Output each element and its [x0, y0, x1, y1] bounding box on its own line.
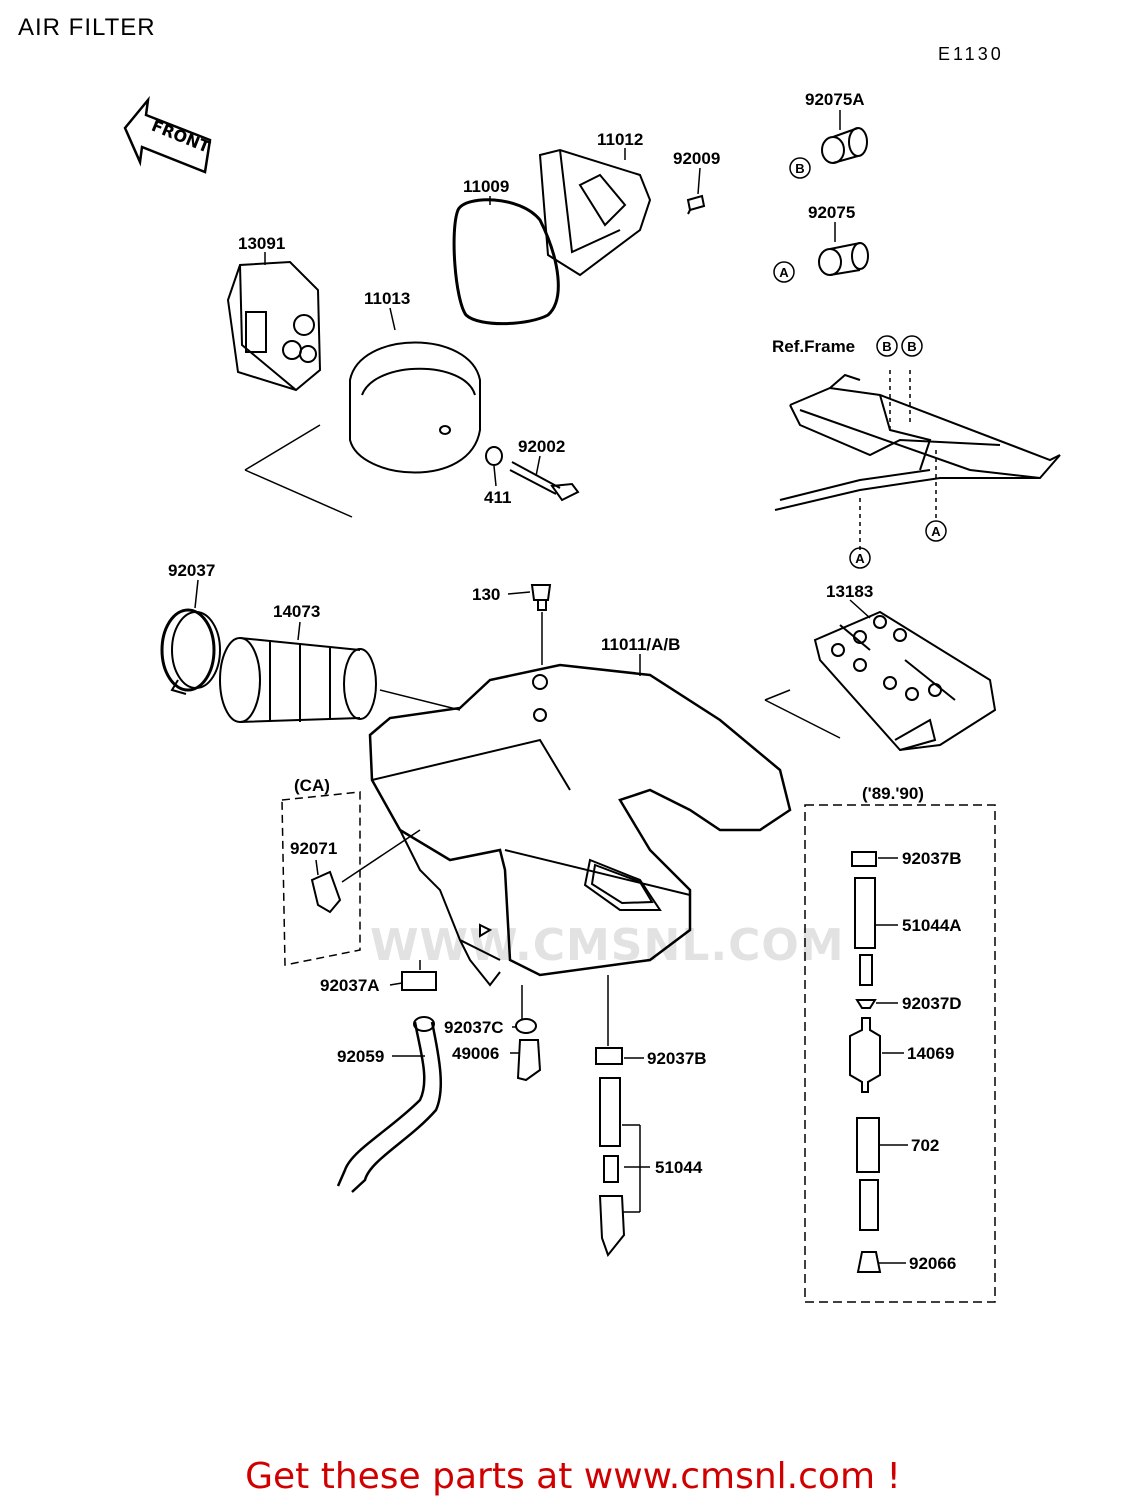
part-411-washer	[485, 446, 503, 466]
ref-frame-label: Ref.Frame	[772, 337, 856, 356]
part-label: 14069	[907, 1044, 955, 1063]
part-label: 51044A	[902, 916, 962, 935]
part-label: 92037B	[647, 1049, 707, 1068]
part-label: 92075A	[805, 90, 865, 109]
part-130-bolt	[530, 584, 552, 611]
front-arrow-label: FRONT	[149, 116, 213, 157]
part-92059-hose	[336, 1021, 443, 1193]
part-label: 49006	[452, 1044, 500, 1063]
part-label: 13183	[826, 582, 874, 601]
part-92037b-clamp-right	[851, 851, 877, 867]
part-label: 92071	[290, 839, 338, 858]
part-14073-duct	[219, 637, 377, 723]
marker-a-92075	[773, 261, 795, 283]
part-92075a-collar	[821, 127, 868, 164]
part-label: 92037B	[902, 849, 962, 868]
part-11009-gasket	[452, 198, 560, 326]
part-11012-cover	[538, 148, 652, 277]
part-label: 92059	[337, 1047, 385, 1066]
part-label: 51044	[655, 1158, 703, 1177]
part-label: 92037	[168, 561, 216, 580]
part-92037c-clip	[515, 1018, 537, 1034]
part-label: 92037A	[320, 976, 380, 995]
part-label: 92066	[909, 1254, 957, 1273]
part-92075-collar	[818, 242, 869, 276]
marker-b-frame-1	[876, 335, 898, 357]
part-92071-elbow	[310, 870, 342, 914]
marker-b-frame-1-text: B	[882, 339, 891, 354]
part-label: 92037C	[444, 1018, 504, 1037]
ca-label: (CA)	[294, 776, 330, 795]
part-label: 411	[484, 488, 512, 507]
part-92009-screw	[686, 194, 706, 215]
marker-a-frame-1	[925, 520, 947, 542]
part-label: 92009	[673, 149, 721, 168]
promo-link[interactable]: Get these parts at www.cmsnl.com !	[245, 1456, 901, 1497]
figure-code: E1130	[938, 44, 1004, 64]
part-11011-airbox	[368, 663, 792, 987]
marker-a-frame-2-text: A	[855, 551, 865, 566]
part-49006-plug	[516, 1039, 542, 1082]
ref-frame-drawing	[774, 370, 1061, 550]
marker-a-frame-2	[849, 547, 871, 569]
marker-b-92075a	[789, 157, 811, 179]
marker-a-92075-text: A	[779, 265, 789, 280]
part-label: 92075	[808, 203, 856, 222]
part-13091-cage	[226, 260, 322, 392]
part-label: 13091	[238, 234, 286, 253]
years-region-box	[804, 804, 996, 1303]
part-label: 92002	[518, 437, 566, 456]
part-11013-filter	[349, 341, 481, 474]
front-arrow-icon: FRONT	[123, 95, 213, 174]
marker-b-frame-2	[901, 335, 923, 357]
marker-a-frame-1-text: A	[931, 524, 941, 539]
years-label: ('89.'90)	[862, 784, 924, 803]
part-51044-tube	[598, 1077, 626, 1258]
part-label: 130	[472, 585, 501, 604]
marker-b-frame-2-text: B	[907, 339, 916, 354]
diagram-title: AIR FILTER	[18, 14, 156, 41]
part-51044a-tube	[854, 877, 876, 986]
part-92002-bolt	[509, 461, 580, 502]
watermark: WWW.CMSNL.COM	[370, 920, 845, 971]
part-label: 11012	[597, 130, 644, 149]
part-92037b-clamp-center	[595, 1047, 623, 1065]
part-label: 702	[911, 1136, 940, 1155]
part-label: 11013	[364, 289, 411, 308]
part-92037a-clamp	[401, 971, 437, 991]
marker-b-92075a-text: B	[795, 161, 804, 176]
part-label: 92037D	[902, 994, 962, 1013]
part-92037d-clip	[855, 999, 877, 1009]
ca-region-box	[281, 791, 361, 966]
part-label: 11011/A/B	[601, 635, 681, 654]
part-92037-clamp	[160, 608, 221, 695]
part-14069-fuel-filter	[849, 1017, 881, 1093]
part-13183-plate	[813, 610, 997, 752]
part-92066-plug	[856, 1251, 882, 1273]
part-label: 14073	[273, 602, 321, 621]
part-702-tube	[856, 1117, 880, 1231]
part-label: 11009	[463, 177, 510, 196]
